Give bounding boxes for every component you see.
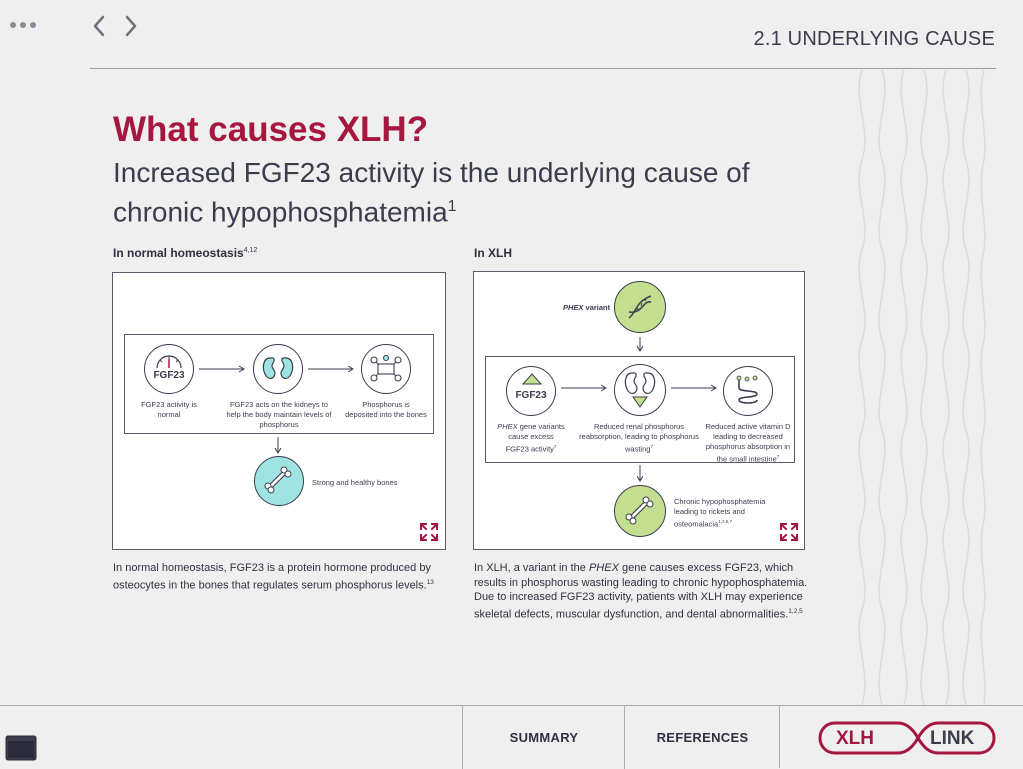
page-title: What causes XLH? [113,110,429,149]
dna-icon [614,281,666,333]
normal-step1-caption: FGF23 activity is normal [141,400,197,419]
fgf23-label: FGF23 [515,389,547,401]
arrow-icon [561,384,607,392]
fgf23-label: FGF23 [153,369,185,381]
page-subtitle: Increased FGF23 activity is the underlyi… [113,157,750,228]
summary-button[interactable]: SUMMARY [462,706,625,769]
arrow-icon [671,384,717,392]
footer-bar [0,705,1023,769]
xlh-heading: In XLH [474,246,512,260]
logo-xlh-text: XLH [836,728,874,749]
normal-step2-caption: FGF23 acts on the kidneys to help the bo… [226,400,332,429]
tablet-icon[interactable] [5,735,37,761]
bone-icon [614,485,666,537]
xlh-step1-caption: PHEX gene variants cause excess FGF23 ac… [497,422,565,454]
chevron-right-icon[interactable] [118,12,142,40]
xlh-step2-caption: Reduced renal phosphorus reabsorption, l… [579,422,699,454]
arrow-icon [308,365,354,373]
phex-variant-label: PHEX variant [563,303,611,312]
arrow-down-icon [636,465,644,482]
section-label: 2.1 UNDERLYING CAUSE [753,28,995,50]
normal-outcome-caption: Strong and healthy bones [312,478,398,487]
xlh-description: In XLH, a variant in the PHEX gene cause… [474,562,808,621]
fgf23-increase-icon: FGF23 [506,366,556,416]
kidney-icon [614,364,666,416]
more-icon[interactable] [10,16,42,34]
arrow-down-icon [636,337,644,352]
expand-icon[interactable] [419,522,439,542]
xlh-step3-caption: Reduced active vitamin D leading to decr… [705,422,791,464]
normal-description: In normal homeostasis, FGF23 is a protei… [113,562,434,592]
decorative-pattern [858,70,986,705]
normal-heading: In normal homeostasis4,12 [113,246,258,260]
normal-step3-caption: Phosphorus is deposited into the bones [345,400,427,419]
chevron-left-icon[interactable] [88,12,112,40]
expand-icon[interactable] [779,522,799,542]
bone-icon [254,456,304,506]
intestine-icon [723,366,773,416]
references-button[interactable]: REFERENCES [624,706,780,769]
kidney-icon [253,344,303,394]
arrow-down-icon [274,437,282,454]
footer-divider [779,706,780,768]
xlh-link-logo[interactable]: XLH LINK [818,721,996,755]
header-divider [90,68,996,69]
xlh-outcome-caption: Chronic hypophosphatemia leading to rick… [674,497,766,529]
phosphorus-icon [361,344,411,394]
gauge-icon: FGF23 [144,344,194,394]
logo-link-text: LINK [930,728,975,749]
arrow-icon [199,365,245,373]
